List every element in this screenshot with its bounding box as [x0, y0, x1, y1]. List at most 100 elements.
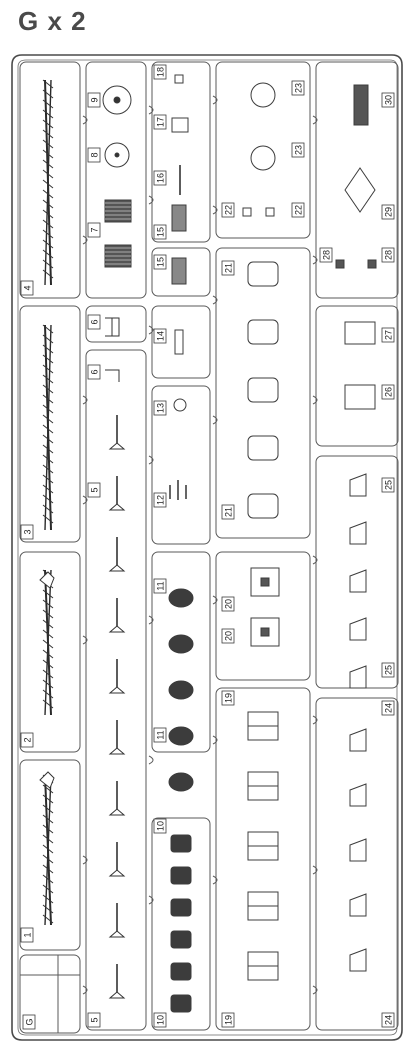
- ladder-rung: [42, 109, 54, 119]
- sprue-gate: [212, 875, 218, 885]
- sprue-cell: [151, 817, 211, 1031]
- ladder-rung: [42, 364, 54, 374]
- part-number-label: 6: [87, 364, 101, 380]
- part-number: 7: [90, 227, 100, 232]
- part-number: 30: [384, 95, 394, 105]
- window-part: [250, 567, 280, 597]
- panel-part: [349, 948, 367, 972]
- sprue-gate: [82, 395, 88, 405]
- sprue-gate: [212, 595, 218, 605]
- ladder-rung: [42, 874, 54, 884]
- part-number: 28: [384, 250, 394, 260]
- part-number-box: [381, 700, 395, 716]
- grille-part: [104, 199, 132, 223]
- panel-part: [349, 838, 367, 862]
- sprue-cell: [151, 385, 211, 545]
- part-number: G: [25, 1018, 35, 1025]
- part-number-label: 11: [153, 727, 167, 743]
- part-number-box: [381, 204, 395, 220]
- ladder-rung: [42, 689, 54, 699]
- sprue-title: G x 2: [18, 6, 87, 36]
- panel-part: [349, 665, 367, 689]
- part-number-box: [381, 477, 395, 493]
- part-number-label: 9: [87, 92, 101, 108]
- ladder-rung: [42, 784, 54, 794]
- ladder-rung: [42, 514, 54, 524]
- part-number: 22: [294, 205, 304, 215]
- part-number: 18: [156, 67, 166, 77]
- part-number-label: 13: [153, 400, 167, 416]
- window-pane: [260, 627, 270, 637]
- part-number-box: [20, 280, 34, 296]
- ladder-rung: [42, 414, 54, 424]
- bracket-part: [105, 317, 120, 337]
- part-number: 5: [90, 1017, 100, 1022]
- part-number-label: 19: [221, 1012, 235, 1028]
- sprue-cell: [19, 305, 81, 543]
- ladder-rung: [42, 589, 54, 599]
- ladder-part: [42, 324, 54, 531]
- part-number: 12: [156, 495, 166, 505]
- stanchion-base: [108, 686, 126, 694]
- part-number-label: 11: [153, 578, 167, 594]
- ladder-rung: [42, 864, 54, 874]
- ladder-rung: [42, 454, 54, 464]
- part-number-label: 12: [153, 492, 167, 508]
- sprue-gate: [212, 205, 218, 215]
- small-part: [173, 398, 187, 412]
- ladder-rung: [42, 334, 54, 344]
- part-number-label: 23: [291, 80, 305, 96]
- ladder-part: [42, 774, 54, 926]
- part-number-box: [153, 578, 167, 594]
- part-number-box: [381, 327, 395, 343]
- part-number-box: [87, 314, 101, 330]
- part-number-label: 22: [221, 202, 235, 218]
- part-number-label: 2: [20, 732, 34, 748]
- sprue-gate: [82, 635, 88, 645]
- ladder-head: [39, 571, 55, 589]
- part-number-box: [153, 400, 167, 416]
- panel-part: [247, 435, 279, 461]
- ladder-rung: [42, 99, 54, 109]
- ladder-rung: [42, 884, 54, 894]
- stanchion-part: [108, 964, 126, 999]
- part-number-label: 19: [221, 690, 235, 706]
- part-number-label: 24: [381, 700, 395, 716]
- part-number-label: 16: [153, 170, 167, 186]
- part-number: 20: [224, 599, 234, 609]
- ladder-rung: [42, 259, 54, 269]
- ladder-rung: [42, 464, 54, 474]
- sprue-gate: [148, 325, 154, 335]
- part-number: 3: [23, 529, 33, 534]
- panel-part: [247, 377, 279, 403]
- part-number-box: [153, 492, 167, 508]
- part-number: 15: [156, 227, 166, 237]
- ladder-rung: [42, 794, 54, 804]
- ladder-head: [39, 771, 55, 789]
- part-number: 6: [90, 319, 100, 324]
- ladder-rung: [42, 629, 54, 639]
- sprue-cell: [315, 61, 399, 299]
- ladder-rung: [42, 139, 54, 149]
- part-number-label: 1: [20, 927, 34, 943]
- ladder-rung: [42, 269, 54, 279]
- part-number-box: [221, 690, 235, 706]
- sprue-gate: [312, 715, 318, 725]
- sprue-gate: [312, 865, 318, 875]
- door-part: [247, 951, 279, 981]
- part-number: 8: [90, 152, 100, 157]
- part-number-label: 17: [153, 114, 167, 130]
- part-number: 6: [90, 369, 100, 374]
- ladder-rung: [42, 89, 54, 99]
- part-number-box: [153, 727, 167, 743]
- sprue-cell: [19, 954, 81, 1034]
- part-number-label: 14: [153, 328, 167, 344]
- part-number-label: 29: [381, 204, 395, 220]
- sprue-cell: [19, 551, 81, 753]
- ladder-rung: [42, 424, 54, 434]
- round-part-hole: [113, 96, 121, 104]
- ladder-rung: [42, 649, 54, 659]
- stanchion-part: [108, 659, 126, 694]
- sprue-cell: [151, 305, 211, 379]
- ladder-rung: [42, 904, 54, 914]
